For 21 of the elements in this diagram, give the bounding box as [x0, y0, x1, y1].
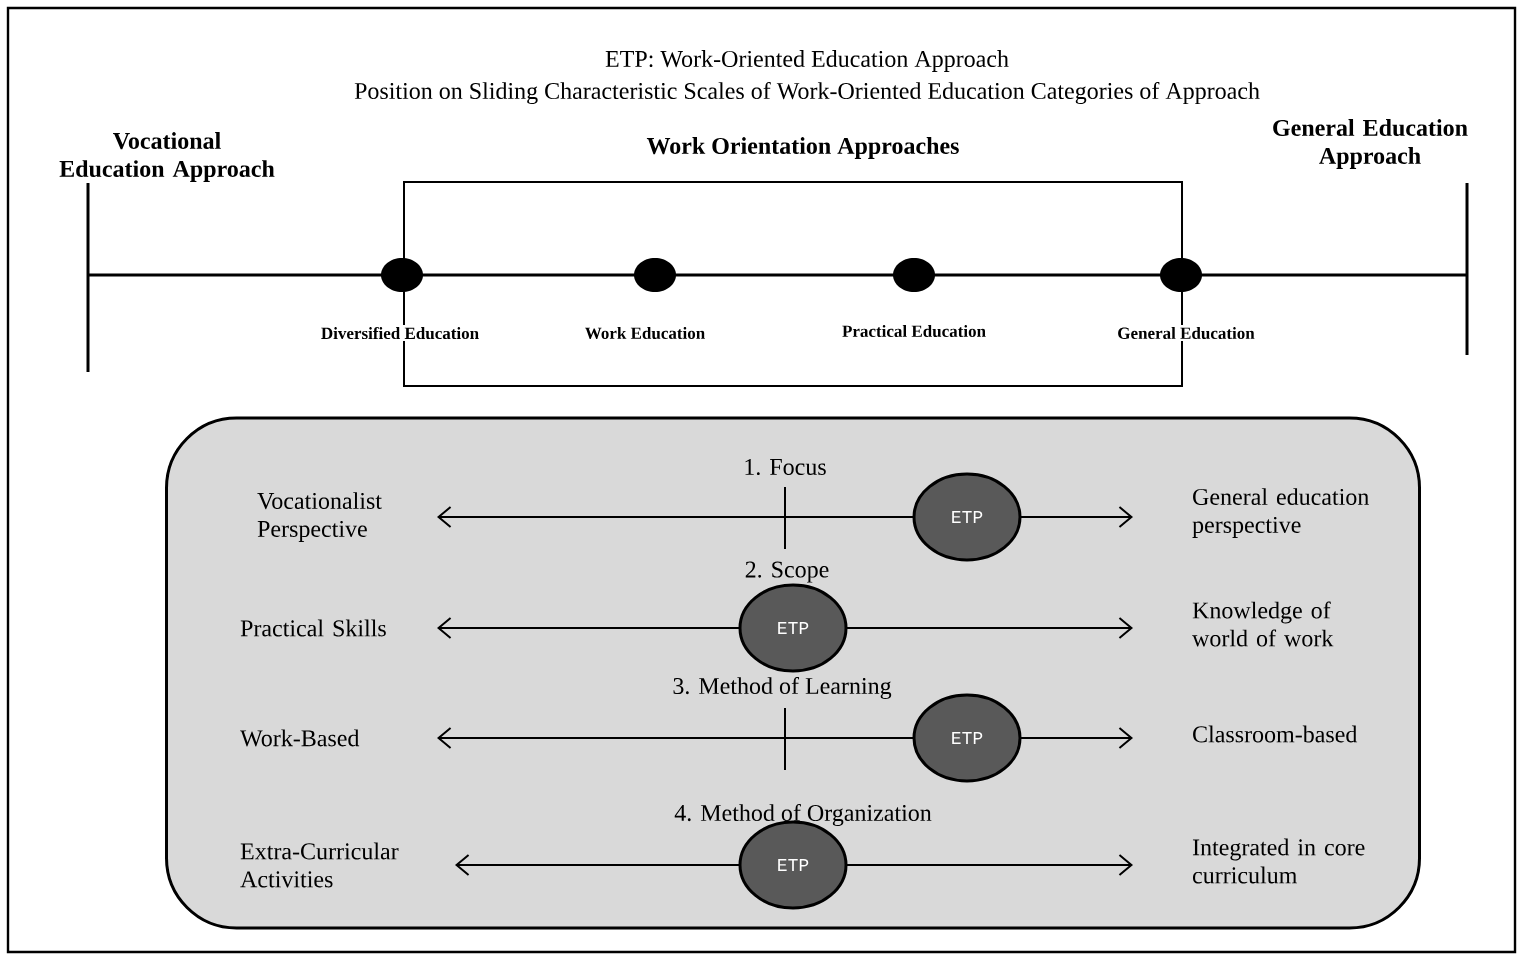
scale-dot — [1160, 258, 1202, 292]
scale-label: General Education Approach — [1273, 119, 1468, 169]
scale-heading: 1. Focus — [745, 458, 826, 476]
pole-label: General education perspective — [1192, 488, 1369, 538]
pole-label: Work-Based — [240, 729, 360, 747]
pole-label: Integrated in core curriculum — [1192, 838, 1365, 884]
scale-dot — [634, 258, 676, 292]
subtitle: Position on Sliding Characteristic Scales of Work-Oriented Education Categories of Approach — [354, 81, 1260, 105]
scale-label: Vocational Education Approach — [59, 132, 275, 182]
pole-label: Extra-Curricular Activities — [240, 842, 399, 888]
pole-label: Classroom-based — [1193, 725, 1358, 743]
pole-label: Practical Skills — [240, 619, 386, 637]
scale-dot — [381, 258, 423, 292]
pole-label: Knowledge of world of work — [1192, 601, 1334, 647]
scale-heading: 3. Method of Learning — [673, 676, 892, 700]
box-heading: Work Orientation Approaches — [646, 137, 959, 159]
scale-dot — [893, 258, 935, 292]
dot-label: General Education — [1115, 325, 1257, 341]
pole-label: Vocationalist Perspective — [257, 492, 382, 542]
scale-panel — [165, 416, 1421, 930]
title: ETP: Work-Oriented Education Approach — [605, 50, 1009, 72]
